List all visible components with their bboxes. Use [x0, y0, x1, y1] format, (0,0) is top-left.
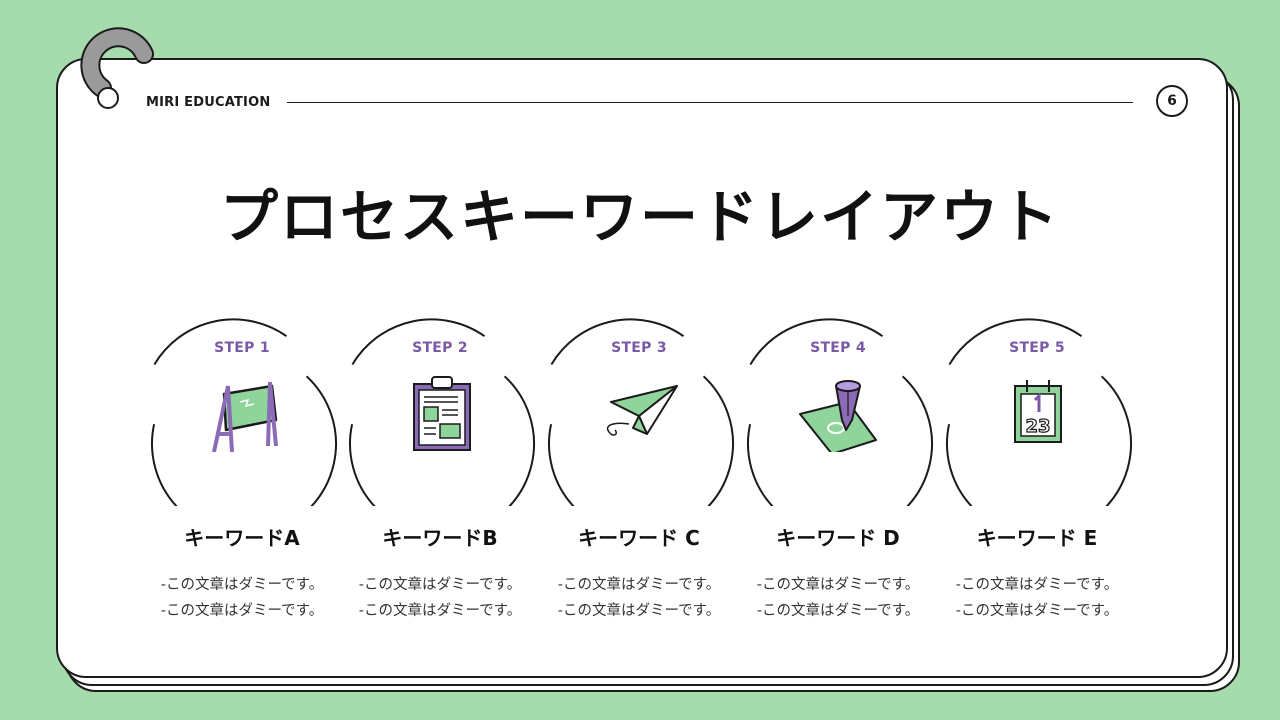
step-arc [548, 318, 734, 506]
description-line-1: -この文章はダミーです。 [557, 577, 721, 593]
keyword-title: キーワードB [382, 526, 498, 550]
clipboard-icon [413, 376, 471, 451]
binder-ring-icon [80, 27, 154, 109]
pencil-paper-icon [799, 380, 877, 452]
step-arc [747, 318, 933, 506]
slide-card [56, 58, 1228, 678]
keyword-title: キーワード C [578, 526, 700, 550]
easel-board-icon [212, 381, 278, 452]
description-line-2: -この文章はダミーです。 [358, 603, 522, 619]
step-label: STEP 5 [1009, 340, 1065, 356]
step-arc [349, 318, 535, 506]
brand-label: MIRI EDUCATION [146, 95, 271, 110]
step-label: STEP 1 [214, 340, 270, 356]
description-line-2: -この文章はダミーです。 [557, 603, 721, 619]
keyword-description: -この文章はダミーです。 -この文章はダミーです。 [935, 572, 1139, 624]
page-title: プロセスキーワードレイアウト [219, 183, 1060, 251]
svg-text:23: 23 [1025, 416, 1050, 437]
header-divider [287, 102, 1133, 103]
description-line-2: -この文章はダミーです。 [160, 603, 324, 619]
keyword-title: キーワード D [776, 526, 900, 550]
keyword-description: -この文章はダミーです。 -この文章はダミーです。 [338, 572, 542, 624]
step-arc [946, 318, 1132, 506]
step-4: STEP 4 キーワード D -この文章はダミーです。 -この文章はダミーです。 [746, 306, 946, 636]
calendar-icon: 23 [1014, 380, 1062, 443]
step-label: STEP 4 [810, 340, 866, 356]
step-2: STEP 2 キーワードB -この文章はダミーです。 -この文章はダミーです。 [348, 306, 548, 636]
paper-plane-icon [606, 385, 678, 436]
page-number-badge: 6 [1156, 85, 1188, 117]
description-line-1: -この文章はダミーです。 [358, 577, 522, 593]
description-line-2: -この文章はダミーです。 [955, 603, 1119, 619]
step-3: STEP 3 キーワード C -この文章はダミーです。 -この文章はダミーです。 [547, 306, 747, 636]
step-5: STEP 5 23 キーワード E -この文章はダミーです。 -この文章はダミー… [945, 306, 1145, 636]
description-line-2: -この文章はダミーです。 [756, 603, 920, 619]
description-line-1: -この文章はダミーです。 [756, 577, 920, 593]
keyword-title: キーワード E [976, 526, 1098, 550]
step-1: STEP 1 キーワードA -この文章はダミーです。 -この文章はダミーです。 [150, 306, 350, 636]
description-line-1: -この文章はダミーです。 [160, 577, 324, 593]
keyword-description: -この文章はダミーです。 -この文章はダミーです。 [537, 572, 741, 624]
step-label: STEP 3 [611, 340, 667, 356]
keyword-description: -この文章はダミーです。 -この文章はダミーです。 [736, 572, 940, 624]
keyword-title: キーワードA [184, 526, 300, 550]
step-label: STEP 2 [412, 340, 468, 356]
step-arc [151, 318, 337, 506]
keyword-description: -この文章はダミーです。 -この文章はダミーです。 [140, 572, 344, 624]
description-line-1: -この文章はダミーです。 [955, 577, 1119, 593]
